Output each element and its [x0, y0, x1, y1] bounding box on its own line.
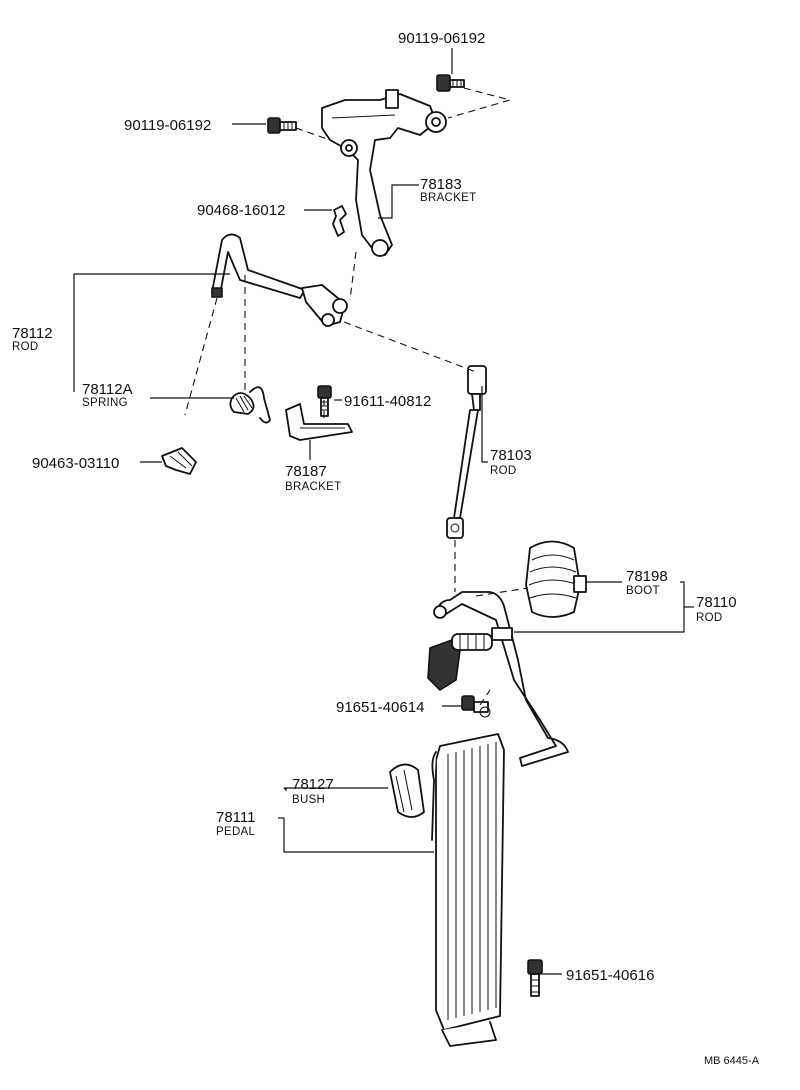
boot-78198-icon	[525, 540, 587, 618]
label-78103-name: ROD	[490, 465, 516, 477]
label-78112A-number: 78112A	[82, 381, 133, 398]
label-78110-number: 78110	[696, 594, 737, 611]
label-78127-number: 78127	[292, 776, 334, 793]
pedal-78111-icon	[431, 733, 505, 1047]
label-90468: 90468-16012	[197, 202, 285, 219]
bolt-90119-top-icon	[436, 74, 465, 92]
spring-78112A-icon	[229, 386, 271, 424]
label-90119-left: 90119-06192	[124, 117, 211, 134]
bracket-78187-icon	[285, 403, 353, 441]
bolt-91651-40614-icon	[461, 695, 491, 718]
label-78198-number: 78198	[626, 568, 668, 585]
clip-90463-icon	[161, 447, 197, 475]
label-91651-40614: 91651-40614	[336, 699, 424, 716]
label-91611: 91611-40812	[344, 393, 431, 410]
label-78183-name: BRACKET	[420, 192, 476, 204]
label-78110-name: ROD	[696, 612, 722, 624]
diagram-reference-code: MB 6445-A	[704, 1055, 760, 1067]
label-78111-name: PEDAL	[216, 826, 256, 838]
rod-78112-icon	[211, 233, 348, 327]
rod-78110-icon	[427, 591, 569, 767]
label-78127-name: BUSH	[292, 794, 325, 806]
label-78183-number: 78183	[420, 176, 462, 193]
label-78187-name: BRACKET	[285, 481, 341, 493]
label-90463: 90463-03110	[32, 455, 119, 472]
bush-78127-icon	[389, 763, 425, 818]
leader-lines	[73, 48, 694, 975]
bolt-90119-left-icon	[267, 117, 297, 134]
rod-78103-icon	[446, 365, 487, 539]
label-91651-40616: 91651-40616	[566, 967, 654, 984]
label-78112-number: 78112	[12, 325, 53, 342]
bracket-78183-icon	[321, 89, 447, 257]
clip-90468-icon	[332, 205, 347, 237]
assembly-dashed-lines	[184, 87, 529, 706]
label-78103-number: 78103	[490, 447, 532, 464]
label-78111-number: 78111	[216, 809, 256, 826]
label-78112-name: ROD	[12, 341, 38, 353]
label-78112A-name: SPRING	[82, 397, 128, 409]
bolt-91651-40616-icon	[527, 959, 543, 997]
label-78187-number: 78187	[285, 463, 327, 480]
label-90119-top: 90119-06192	[398, 30, 485, 47]
bolt-91611-icon	[317, 385, 332, 417]
label-78198-name: BOOT	[626, 585, 660, 597]
